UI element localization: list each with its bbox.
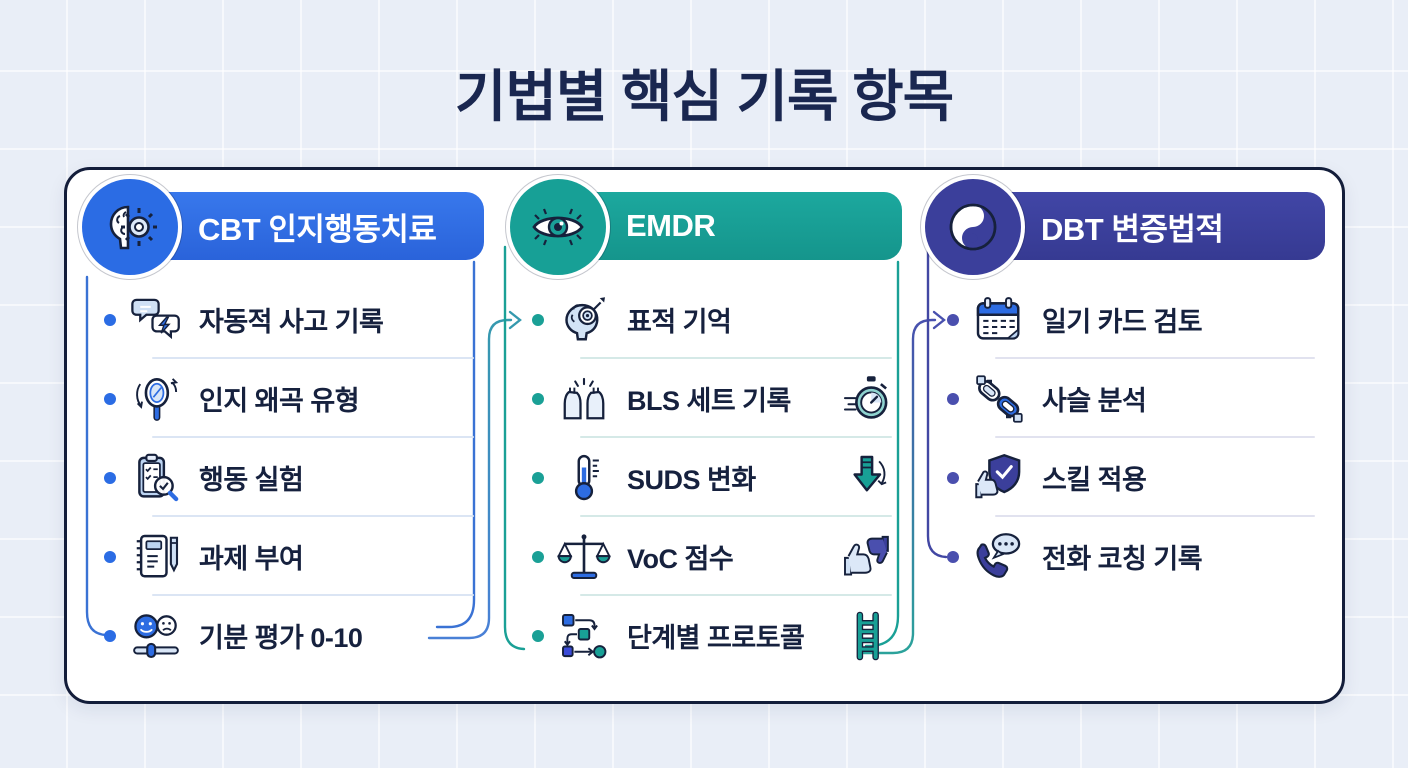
dbt-header: DBT 변증법적	[925, 179, 1325, 275]
notebook-pen-icon	[128, 529, 184, 585]
item-label: 전화 코칭 기록	[1042, 544, 1203, 574]
item-label: 자동적 사고 기록	[199, 307, 384, 337]
cbt-header-label: CBT 인지행동치료	[198, 211, 437, 247]
list-item: 스킬 적용	[925, 438, 1325, 517]
chat-lightning-icon	[128, 292, 184, 348]
divider	[152, 357, 474, 359]
list-item: SUDS 변화	[510, 438, 902, 517]
item-label: VoC 점수	[627, 544, 734, 574]
divider	[152, 515, 474, 517]
list-item: 인지 왜곡 유형	[82, 359, 484, 438]
item-label: 일기 카드 검토	[1042, 307, 1203, 337]
dbt-header-label: DBT 변증법적	[1041, 211, 1224, 247]
list-item: 사슬 분석	[925, 359, 1325, 438]
yin-yang-icon	[949, 203, 997, 251]
divider	[580, 594, 892, 596]
mood-slider-icon	[128, 608, 184, 664]
divider	[995, 515, 1315, 517]
list-item: 행동 실험	[82, 438, 484, 517]
divider	[995, 436, 1315, 438]
list-item: BLS 세트 기록	[510, 359, 902, 438]
flowchart-icon	[556, 608, 612, 664]
emdr-header-label: EMDR	[626, 208, 716, 243]
item-label: 인지 왜곡 유형	[199, 386, 360, 416]
cbt-header: CBT 인지행동치료	[82, 179, 484, 275]
list-item: 표적 기억	[510, 280, 902, 359]
page-title: 기법별 핵심 기록 항목	[454, 65, 954, 128]
phone-chat-icon	[971, 529, 1027, 585]
divider	[152, 594, 474, 596]
divider	[580, 515, 892, 517]
list-item: 기분 평가 0-10	[82, 596, 484, 675]
divider	[995, 357, 1315, 359]
column-dbt: DBT 변증법적	[925, 179, 1325, 691]
column-cbt: CBT 인지행동치료 자동적 사고 기록	[82, 179, 484, 691]
emdr-header: EMDR	[510, 179, 902, 275]
chain-icon	[971, 371, 1027, 427]
list-item: 과제 부여	[82, 517, 484, 596]
raised-hands-icon	[556, 371, 612, 427]
hand-mirror-icon	[128, 371, 184, 427]
balance-scale-icon	[556, 529, 612, 585]
thermometer-icon	[556, 450, 612, 506]
down-arrow-icon	[838, 450, 894, 506]
list-item: 자동적 사고 기록	[82, 280, 484, 359]
emdr-header-badge	[510, 179, 606, 275]
bullet-dot	[532, 550, 544, 563]
stopwatch-icon	[838, 371, 894, 427]
item-label: 과제 부여	[199, 544, 304, 574]
list-item: 단계별 프로토콜	[510, 596, 902, 675]
list-item: VoC 점수	[510, 517, 902, 596]
divider	[580, 357, 892, 359]
shield-thumb-icon	[971, 450, 1027, 506]
bullet-dot	[104, 471, 116, 484]
list-item: 일기 카드 검토	[925, 280, 1325, 359]
bullet-dot	[532, 629, 544, 642]
brain-target-icon	[556, 292, 612, 348]
bullet-dot	[104, 550, 116, 563]
divider	[580, 436, 892, 438]
ladder-icon	[838, 608, 894, 664]
item-label: BLS 세트 기록	[627, 386, 791, 416]
item-label: 사슬 분석	[1042, 386, 1147, 416]
item-label: SUDS 변화	[627, 465, 756, 495]
item-label: 기분 평가 0-10	[199, 623, 363, 653]
bullet-dot	[532, 471, 544, 484]
clipboard-check-icon	[128, 450, 184, 506]
bullet-dot	[947, 471, 959, 484]
dbt-header-badge	[925, 179, 1021, 275]
item-label: 단계별 프로토콜	[627, 623, 805, 653]
eye-icon	[532, 208, 584, 246]
item-label: 표적 기억	[627, 307, 732, 337]
bullet-dot	[104, 392, 116, 405]
bullet-dot	[947, 550, 959, 563]
item-label: 행동 실험	[199, 465, 304, 495]
divider	[152, 436, 474, 438]
brain-gear-icon	[109, 205, 157, 250]
bullet-dot	[532, 313, 544, 326]
diary-calendar-icon	[971, 292, 1027, 348]
cbt-header-badge	[82, 179, 178, 275]
bullet-dot	[532, 392, 544, 405]
bullet-dot	[104, 629, 116, 642]
item-label: 스킬 적용	[1042, 465, 1147, 495]
bullet-dot	[947, 313, 959, 326]
thumbs-up-down-icon	[838, 529, 894, 585]
column-emdr: EMDR	[510, 179, 902, 691]
list-item: 전화 코칭 기록	[925, 517, 1325, 596]
bullet-dot	[947, 392, 959, 405]
bullet-dot	[104, 313, 116, 326]
